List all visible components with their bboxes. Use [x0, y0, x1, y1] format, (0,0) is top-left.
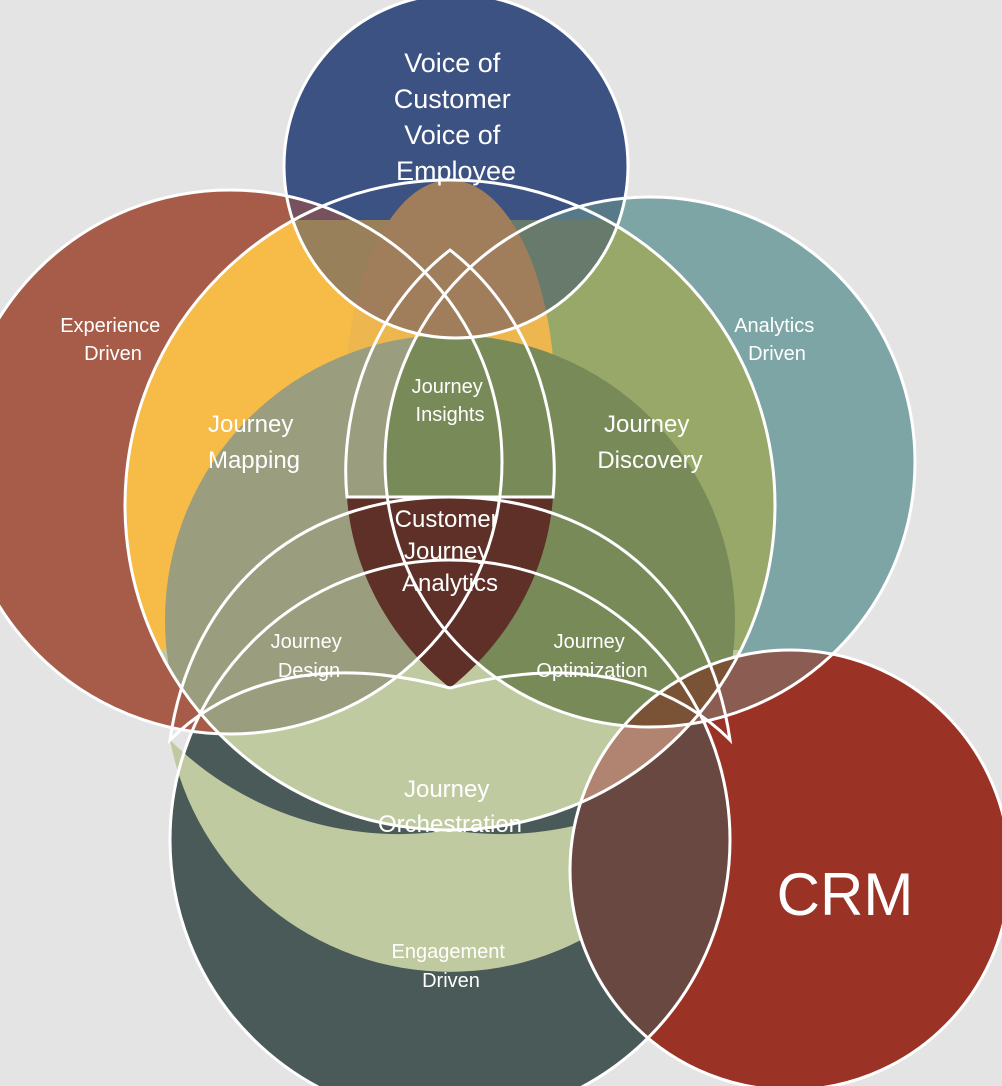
engagement-driven-label: Engagement Driven	[392, 941, 511, 992]
experience-driven-label: Experience Driven	[60, 315, 166, 365]
journey-discovery-label: Journey Discovery	[597, 411, 702, 474]
analytics-driven-label: Analytics Driven	[734, 315, 820, 365]
customer-journey-analytics-label: Customer Journey Analytics	[395, 506, 506, 597]
voice-insights-overlap	[345, 180, 555, 338]
journey-design-label: Journey Design	[271, 631, 348, 682]
voice-label: Voice of Customer Voice of Employee	[394, 48, 519, 186]
journey-orchestration-label: Journey Orchestration	[378, 776, 522, 838]
crm-label: CRM	[777, 861, 914, 928]
journey-optimization-label: Journey Optimization	[536, 631, 647, 682]
journey-insights-label: Journey Insights	[412, 376, 489, 426]
journey-mapping-label: Journey Mapping	[208, 411, 300, 474]
